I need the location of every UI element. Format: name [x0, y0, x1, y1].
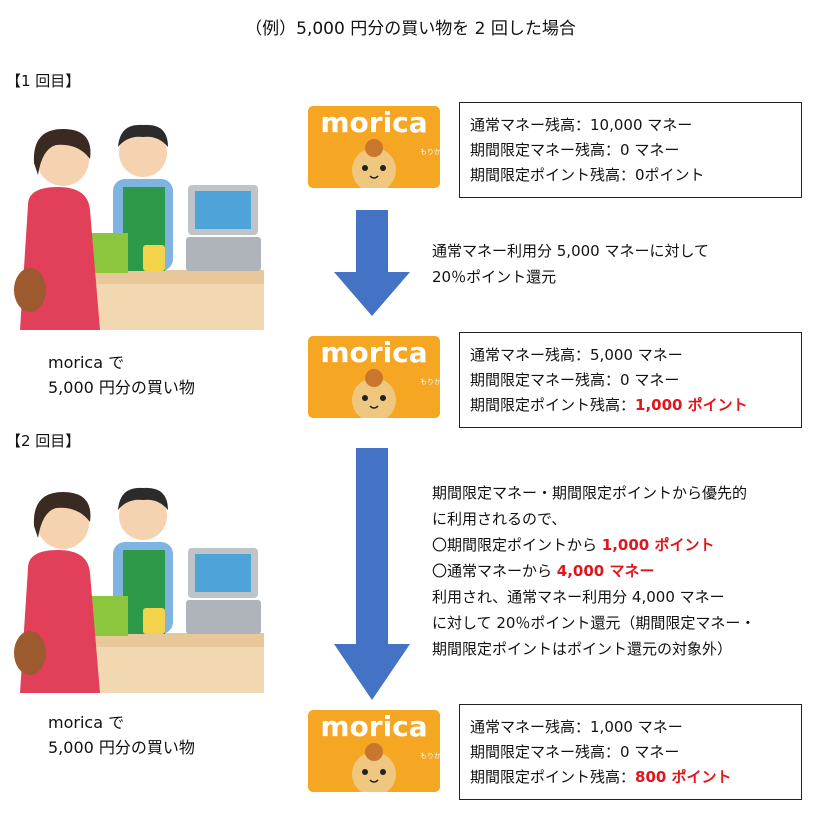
- balance-row-limited-money: 期間限定マネー残高：0 マネー: [470, 141, 680, 159]
- balance-row-normal-money: 通常マネー残高：1,000 マネー: [470, 718, 683, 736]
- morica-card-image: morica もりか: [308, 710, 440, 792]
- scene-caption-1: morica で 5,000 円分の買い物: [48, 353, 195, 397]
- balance-row-limited-point: 期間限定ポイント残高：0ポイント: [470, 166, 705, 184]
- explanation-first-purchase: 通常マネー利用分 5,000 マネーに対して 20％ポイント還元: [432, 242, 710, 286]
- svg-text:morica: morica: [320, 106, 427, 139]
- explanation-second-purchase: 期間限定マネー・期間限定ポイントから優先的 に利用されるので、 〇期間限定ポイン…: [432, 484, 756, 658]
- svg-text:もりか: もりか: [420, 378, 440, 386]
- shopping-scene-illustration: [14, 487, 264, 693]
- balance-row-limited-point: 期間限定ポイント残高：800 ポイント: [470, 768, 732, 786]
- section-label-2: 【2 回目】: [6, 432, 81, 450]
- balance-row-normal-money: 通常マネー残高：10,000 マネー: [470, 116, 693, 134]
- svg-text:もりか: もりか: [420, 752, 440, 760]
- balance-row-limited-money: 期間限定マネー残高：0 マネー: [470, 743, 680, 761]
- balance-row-limited-point: 期間限定ポイント残高：1,000 ポイント: [470, 396, 748, 414]
- balance-box-after-first: 通常マネー残高：5,000 マネー 期間限定マネー残高：0 マネー 期間限定ポイ…: [459, 332, 802, 428]
- page-title: （例）5,000 円分の買い物を 2 回した場合: [245, 19, 576, 39]
- balance-box-initial: 通常マネー残高：10,000 マネー 期間限定マネー残高：0 マネー 期間限定ポ…: [459, 102, 802, 198]
- arrow-down-icon: [334, 448, 410, 700]
- balance-row-limited-money: 期間限定マネー残高：0 マネー: [470, 371, 680, 389]
- shopping-scene-illustration: [14, 124, 264, 330]
- morica-card-image: morica もりか: [308, 106, 440, 188]
- svg-text:morica: morica: [320, 336, 427, 369]
- morica-card-image: morica もりか: [308, 336, 440, 418]
- svg-text:morica: morica: [320, 710, 427, 743]
- section-label-1: 【1 回目】: [6, 72, 81, 90]
- scene-caption-2: morica で 5,000 円分の買い物: [48, 713, 195, 757]
- svg-text:もりか: もりか: [420, 148, 440, 156]
- balance-box-after-second: 通常マネー残高：1,000 マネー 期間限定マネー残高：0 マネー 期間限定ポイ…: [459, 704, 802, 800]
- arrow-down-icon: [334, 210, 410, 316]
- balance-row-normal-money: 通常マネー残高：5,000 マネー: [470, 346, 683, 364]
